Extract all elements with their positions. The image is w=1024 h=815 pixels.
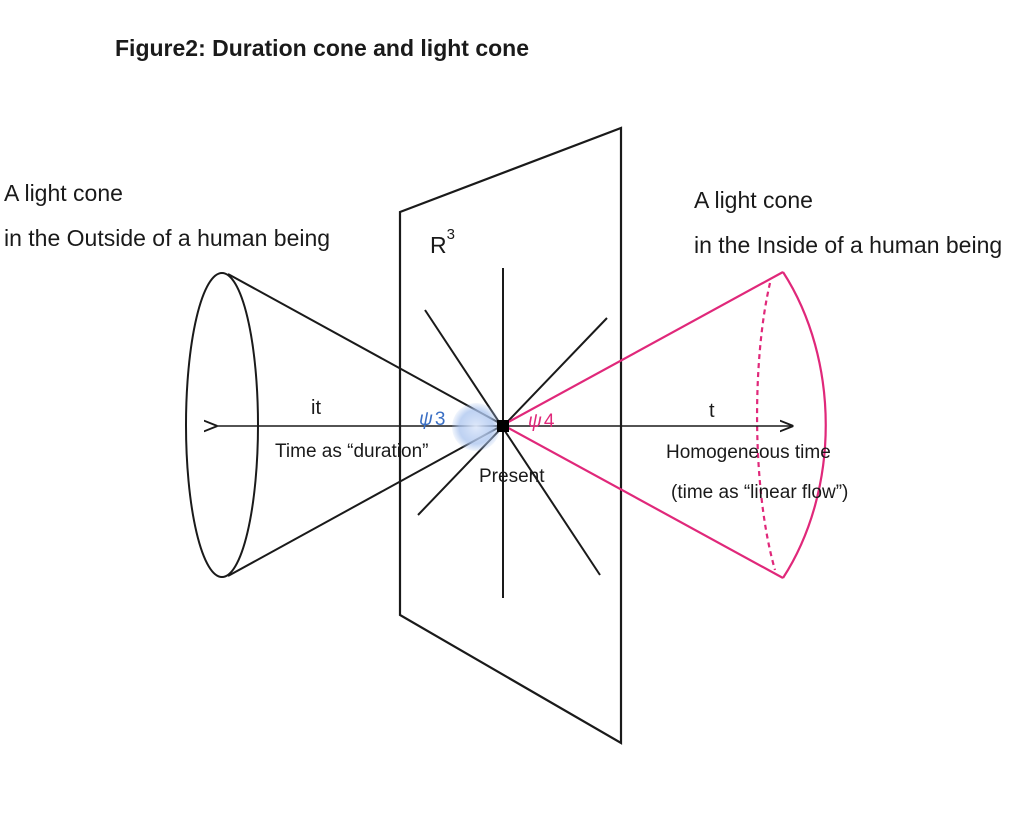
left-cone-label-line2: in the Outside of a human being xyxy=(4,225,330,251)
psi3-index: 3 xyxy=(435,409,446,430)
present-point xyxy=(497,420,509,432)
right-light-cone xyxy=(502,271,827,579)
psi4-index: 4 xyxy=(544,411,555,432)
right-axis-caption-line2: (time as “linear flow”) xyxy=(671,482,848,503)
present-spokes xyxy=(417,268,608,598)
plane-label-superscript: 3 xyxy=(447,226,455,243)
r3-plane xyxy=(398,126,623,745)
plane-label: R3 xyxy=(430,226,455,258)
plane-label-base: R xyxy=(430,232,447,258)
left-cone-label-line1: A light cone xyxy=(4,180,123,206)
figure-title: Figure2: Duration cone and light cone xyxy=(115,35,529,61)
left-cone-lower-edge xyxy=(227,424,504,577)
psi4-symbol: ψ xyxy=(528,411,542,432)
left-light-cone xyxy=(185,272,504,578)
right-cone-label-line1: A light cone xyxy=(694,187,813,213)
right-cone-label-line2: in the Inside of a human being xyxy=(694,232,1002,258)
right-cone-lower-edge xyxy=(502,424,784,579)
psi3-symbol: ψ xyxy=(419,409,433,430)
spoke-diagonal-b xyxy=(417,317,608,516)
left-axis-label: it xyxy=(311,397,321,419)
right-axis-caption-line1: Homogeneous time xyxy=(666,442,831,463)
right-cone-front-arc xyxy=(782,271,827,579)
right-axis-label: t xyxy=(709,400,715,422)
left-cone-upper-edge xyxy=(227,273,504,426)
present-label: Present xyxy=(479,466,545,487)
duration-glow xyxy=(452,403,500,451)
left-axis-caption: Time as “duration” xyxy=(275,441,428,462)
spoke-diagonal-a xyxy=(424,309,601,576)
left-cone-base-ellipse xyxy=(185,272,259,578)
right-cone-back-arc xyxy=(756,282,777,571)
right-cone-upper-edge xyxy=(502,271,784,426)
